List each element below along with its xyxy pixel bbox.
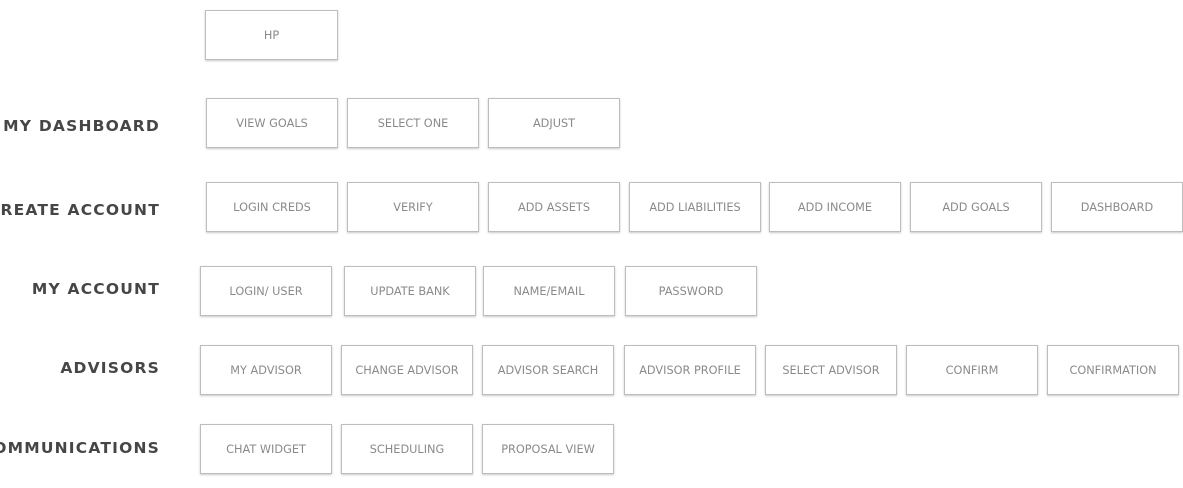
row-label-my-account: MY ACCOUNT — [31, 280, 160, 298]
row-label-advisors: ADVISORS — [60, 359, 160, 377]
hp-box[interactable]: HP — [205, 10, 338, 60]
box-add-liabilities[interactable]: ADD LIABILITIES — [629, 182, 761, 232]
box-dashboard[interactable]: DASHBOARD — [1051, 182, 1183, 232]
box-update-bank[interactable]: UPDATE BANK — [344, 266, 476, 316]
box-verify[interactable]: VERIFY — [347, 182, 479, 232]
box-login-creds[interactable]: LOGIN CREDS — [206, 182, 338, 232]
row-label-communications: COMMUNICATIONS — [0, 439, 160, 457]
box-password[interactable]: PASSWORD — [625, 266, 757, 316]
box-add-assets[interactable]: ADD ASSETS — [488, 182, 620, 232]
box-add-goals[interactable]: ADD GOALS — [910, 182, 1042, 232]
box-chat-widget[interactable]: CHAT WIDGET — [200, 424, 332, 474]
box-view-goals[interactable]: VIEW GOALS — [206, 98, 338, 148]
box-advisor-search[interactable]: ADVISOR SEARCH — [482, 345, 614, 395]
box-select-one[interactable]: SELECT ONE — [347, 98, 479, 148]
box-scheduling[interactable]: SCHEDULING — [341, 424, 473, 474]
row-label-my-dashboard: MY DASHBOARD — [3, 117, 160, 135]
box-change-advisor[interactable]: CHANGE ADVISOR — [341, 345, 473, 395]
box-confirmation[interactable]: CONFIRMATION — [1047, 345, 1179, 395]
box-proposal-view[interactable]: PROPOSAL VIEW — [482, 424, 614, 474]
box-select-advisor[interactable]: SELECT ADVISOR — [765, 345, 897, 395]
box-my-advisor[interactable]: MY ADVISOR — [200, 345, 332, 395]
row-label-create-account: CREATE ACCOUNT — [0, 201, 160, 219]
box-confirm[interactable]: CONFIRM — [906, 345, 1038, 395]
box-add-income[interactable]: ADD INCOME — [769, 182, 901, 232]
box-adjust[interactable]: ADJUST — [488, 98, 620, 148]
box-advisor-profile[interactable]: ADVISOR PROFILE — [624, 345, 756, 395]
box-name-email[interactable]: NAME/EMAIL — [483, 266, 615, 316]
box-login-user[interactable]: LOGIN/ USER — [200, 266, 332, 316]
